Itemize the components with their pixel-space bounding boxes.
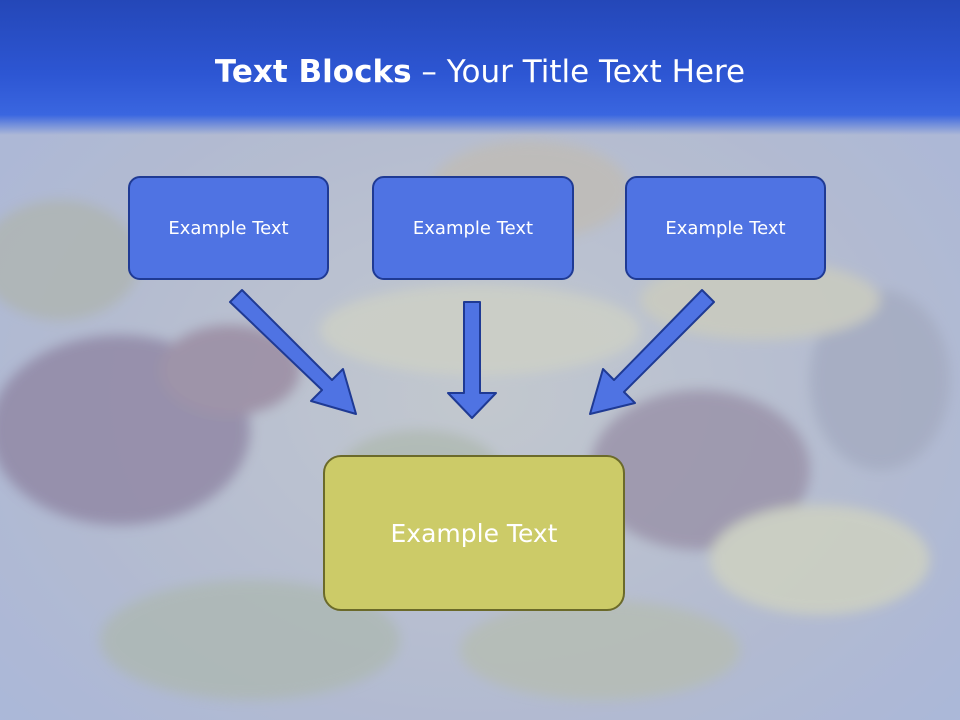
title-bold-part: Text Blocks (214, 54, 412, 90)
text-block-2[interactable]: Example Text (372, 176, 574, 280)
arrow-down-left-icon (589, 289, 715, 415)
text-block-2-label: Example Text (412, 217, 534, 239)
title-dash: – (411, 54, 447, 90)
arrow-down-icon (447, 301, 497, 419)
text-block-1[interactable]: Example Text (128, 176, 329, 280)
text-block-3[interactable]: Example Text (625, 176, 826, 280)
text-block-1-label: Example Text (168, 217, 289, 239)
slide-title: Text Blocks – Your Title Text Here (0, 54, 960, 90)
target-block-label: Example Text (390, 518, 558, 548)
title-rest-part: Your Title Text Here (446, 54, 746, 90)
target-block[interactable]: Example Text (323, 455, 625, 611)
text-block-3-label: Example Text (665, 217, 786, 239)
header-band (0, 0, 960, 135)
arrow-down-right-icon (229, 289, 357, 415)
